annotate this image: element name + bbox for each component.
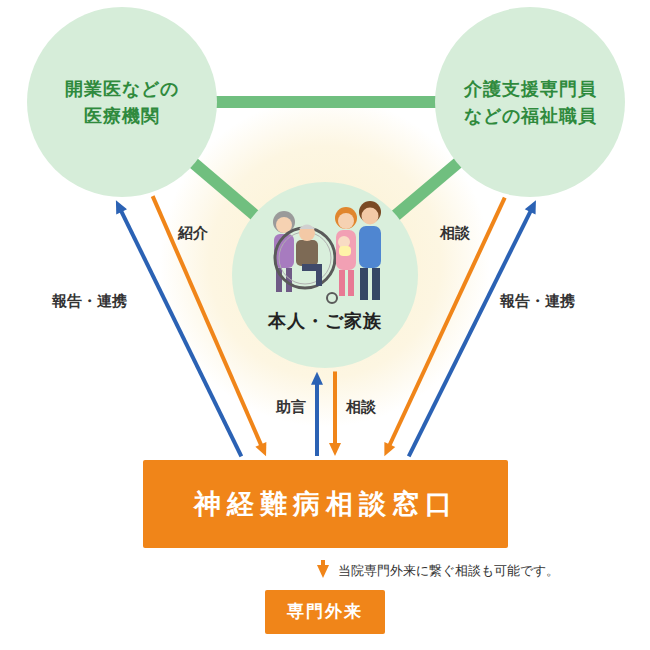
- connector-line: [395, 162, 459, 216]
- link-band: [395, 162, 459, 216]
- node-label: 介護支援専門員 などの福祉職員: [455, 75, 605, 129]
- arrow-head: [255, 442, 266, 456]
- illustration-part: [336, 230, 356, 270]
- halo-glow: [160, 97, 490, 427]
- family-circle: 本人・ご家族: [232, 182, 418, 368]
- circle-fill: [232, 182, 418, 368]
- illustration-part: [360, 268, 368, 300]
- arrow-head: [384, 442, 395, 456]
- node-label: 開業医などの 医療機関: [47, 75, 197, 129]
- edge-label: 報告・連携: [500, 292, 575, 312]
- arrow-head: [317, 565, 329, 578]
- edge-label: 報告・連携: [52, 292, 127, 312]
- connector-line: [215, 96, 437, 108]
- flow-arrow: [409, 200, 536, 456]
- illustration-part: [316, 264, 322, 286]
- flow-arrow: [317, 560, 329, 578]
- care-circle: 介護支援専門員 などの福祉職員: [435, 7, 625, 197]
- illustration-part: [335, 207, 357, 229]
- edge-label: 助言: [276, 398, 306, 418]
- circle-outline: [435, 7, 625, 197]
- connector-line: [333, 371, 337, 444]
- illustration-part: [338, 213, 354, 229]
- node-label: 神経難病相談窓口: [194, 484, 458, 525]
- arrow-head: [329, 443, 341, 456]
- illustration-part: [362, 208, 379, 225]
- illustration-part: [299, 225, 315, 230]
- process-box: 神経難病相談窓口: [143, 460, 508, 548]
- flow-arrow: [311, 372, 323, 456]
- node-label: 本人・ご家族: [268, 307, 382, 334]
- connector-line: [409, 211, 531, 456]
- illustration-part: [372, 268, 380, 300]
- illustration-part: [339, 246, 351, 256]
- family-illustration: [260, 198, 390, 310]
- illustration-part: [359, 226, 381, 268]
- illustration-part: [327, 293, 337, 303]
- connector-line: [315, 384, 319, 456]
- arrow-head: [311, 372, 323, 385]
- process-box: 専門外来: [265, 590, 385, 634]
- connector-line: [193, 162, 256, 216]
- illustration-part: [339, 270, 345, 296]
- circle-outline: [27, 7, 217, 197]
- flow-arrow: [329, 371, 341, 456]
- edge-label: 相談: [440, 224, 470, 244]
- edge-label: 当院専門外来に繋ぐ相談も可能です。: [338, 563, 559, 580]
- illustration-part: [296, 240, 318, 266]
- node-label: 専門外来: [287, 599, 363, 625]
- edge-label: 相談: [346, 398, 376, 418]
- link-band: [193, 162, 256, 216]
- edge-label: 紹介: [178, 224, 208, 244]
- circle-fill: [27, 7, 217, 197]
- arrow-head: [525, 200, 536, 214]
- illustration-part: [299, 225, 315, 241]
- illustration-part: [348, 270, 354, 296]
- circle-fill: [435, 7, 625, 197]
- connector-line: [121, 211, 241, 456]
- arrow-head: [116, 200, 127, 214]
- link-band: [215, 102, 437, 103]
- flow-arrow: [116, 200, 241, 456]
- care-circle: 開業医などの 医療機関: [27, 7, 217, 197]
